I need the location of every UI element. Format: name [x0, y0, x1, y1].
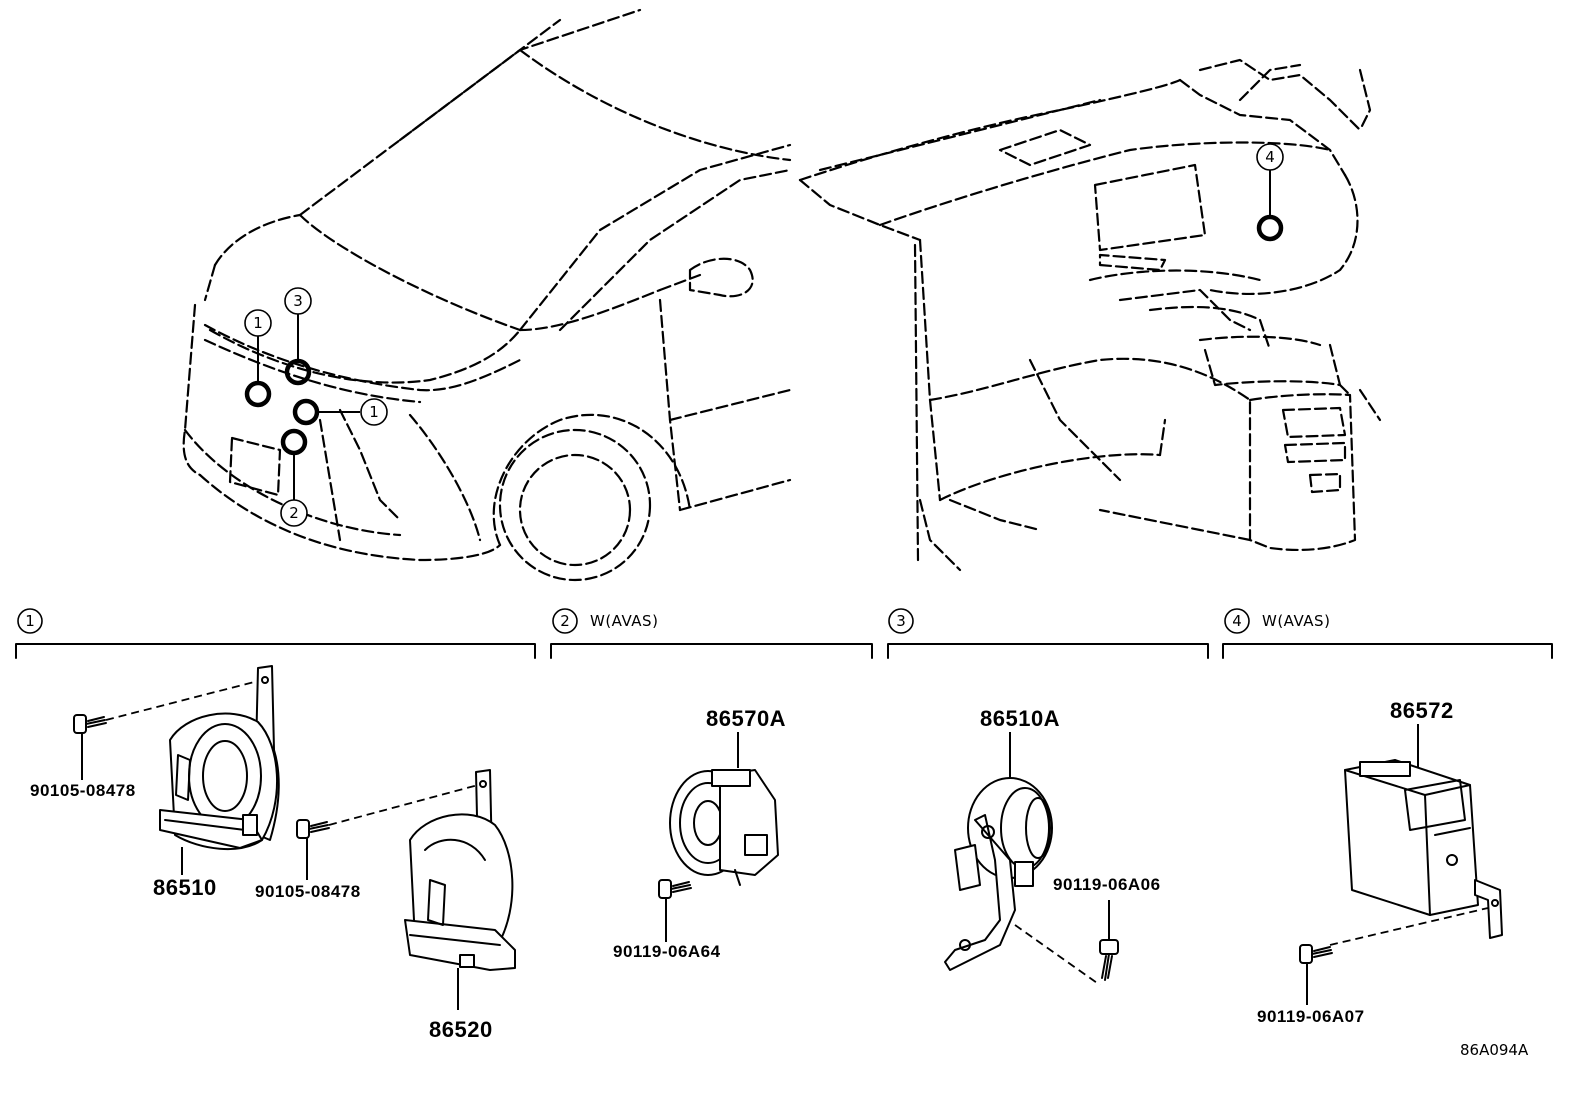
location-marker-1b: [292, 398, 320, 426]
bolt-90105-08478-a: [73, 714, 107, 734]
svg-text:W(AVAS): W(AVAS): [1262, 612, 1330, 630]
svg-text:W(AVAS): W(AVAS): [590, 612, 658, 630]
group-2-avas-speaker: 86570A 90119-06A64: [613, 706, 786, 961]
part-label-90119-06A07: 90119-06A07: [1257, 1007, 1365, 1026]
illustration-code: 86A094A: [1460, 1041, 1529, 1059]
location-marker-2: [280, 428, 308, 456]
svg-text:3: 3: [896, 612, 906, 630]
group-header-3: 3: [887, 608, 1209, 659]
callout-1a: 1: [244, 309, 272, 337]
callout-3: 3: [284, 287, 312, 315]
part-label-90105-08478-b: 90105-08478: [255, 882, 361, 901]
vehicle-front-illustration: 1 3 1 2: [182, 8, 792, 582]
avas-ecu-86572: [1344, 759, 1503, 939]
group-4-avas-ecu: 86572 90119-06A07: [1257, 698, 1503, 1026]
group-header-1: 1: [15, 608, 536, 659]
group-1-horns: 90105-08478 86510 90105-08478 86520: [30, 665, 516, 1042]
svg-text:4: 4: [1232, 612, 1242, 630]
callout-4: 4: [1256, 143, 1284, 171]
vehicle-interior-illustration: 4: [798, 58, 1382, 572]
bolt-90119-06A64: [658, 879, 692, 899]
svg-text:4: 4: [1265, 148, 1275, 166]
svg-text:1: 1: [369, 403, 379, 421]
horn-86520: [404, 769, 516, 971]
bolt-90105-08478-b: [296, 819, 330, 839]
part-label-86510A: 86510A: [980, 706, 1060, 731]
group-3-horn: 86510A 90119-06A06: [944, 706, 1161, 986]
svg-text:1: 1: [25, 612, 35, 630]
bolt-90119-06A06: [1099, 939, 1119, 981]
part-label-90119-06A64: 90119-06A64: [613, 942, 721, 961]
callout-1b: 1: [360, 398, 388, 426]
location-marker-1a: [244, 380, 272, 408]
callout-2: 2: [280, 499, 308, 527]
horn-86510A: [944, 777, 1053, 971]
bolt-90119-06A07: [1299, 944, 1333, 964]
svg-text:2: 2: [560, 612, 570, 630]
part-label-90119-06A06: 90119-06A06: [1053, 875, 1161, 894]
part-label-86510: 86510: [153, 875, 217, 900]
part-label-86572: 86572: [1390, 698, 1454, 723]
horn-86510: [159, 665, 280, 851]
part-label-86570A: 86570A: [706, 706, 786, 731]
group-header-4: 4 W(AVAS): [1222, 608, 1553, 659]
svg-text:3: 3: [293, 292, 303, 310]
part-label-86520: 86520: [429, 1017, 493, 1042]
svg-text:1: 1: [253, 314, 263, 332]
svg-text:2: 2: [289, 504, 299, 522]
location-marker-4: [1256, 214, 1284, 242]
group-header-2: 2 W(AVAS): [550, 608, 873, 659]
avas-speaker-86570A: [669, 769, 779, 886]
part-label-90105-08478-a: 90105-08478: [30, 781, 136, 800]
